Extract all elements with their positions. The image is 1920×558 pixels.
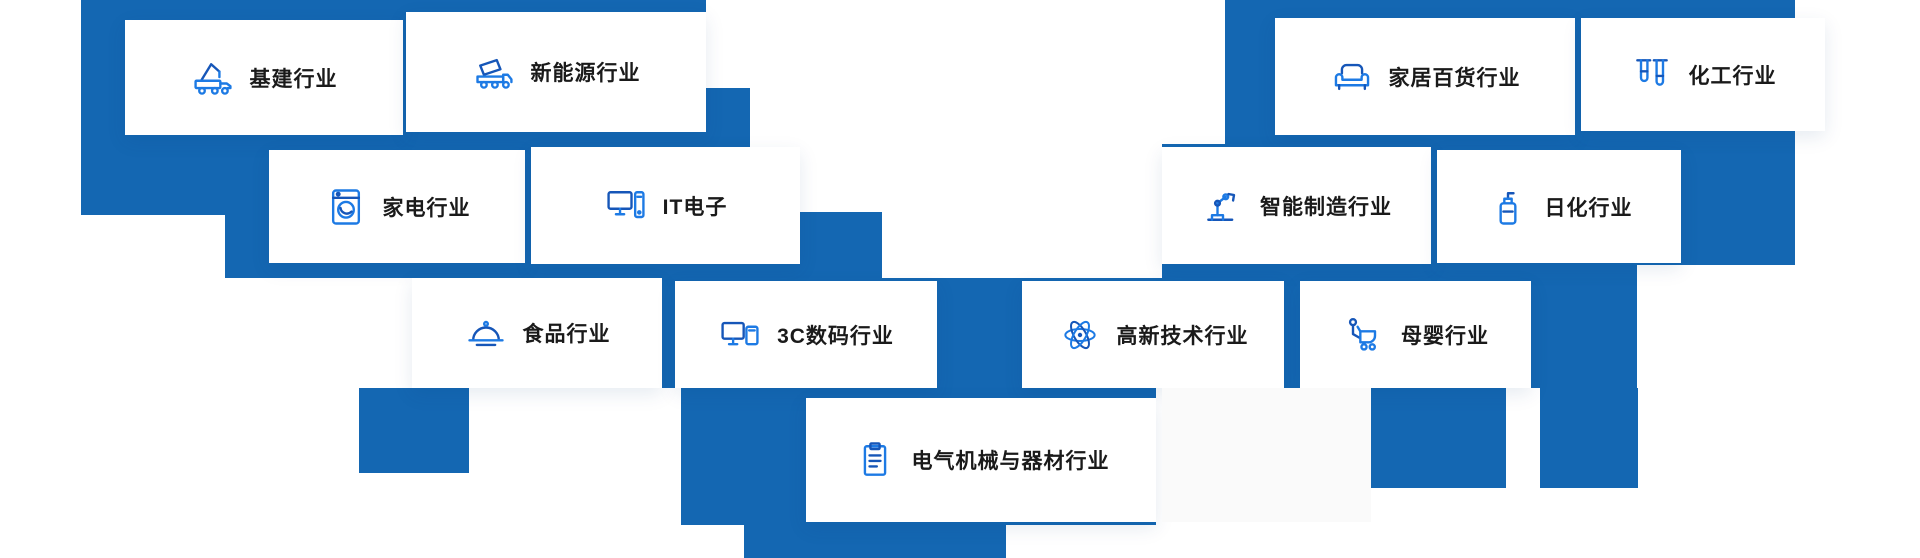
mosaic-tile: [744, 525, 1006, 558]
crane-truck-icon: [191, 56, 235, 100]
industry-card-new-energy[interactable]: 新能源行业: [406, 12, 706, 132]
stroller-icon: [1342, 313, 1386, 357]
industry-label: 日化行业: [1544, 196, 1633, 220]
food-cloche-icon: [464, 311, 508, 355]
industry-card-chemical[interactable]: 化工行业: [1581, 18, 1825, 131]
industry-card-infrastructure[interactable]: 基建行业: [125, 20, 403, 135]
industry-label: 新能源行业: [530, 62, 641, 85]
computer-icon: [604, 184, 648, 228]
industry-card-3c-digital[interactable]: 3C数码行业: [675, 281, 937, 388]
industry-card-it-electronics[interactable]: IT电子: [531, 147, 800, 264]
mosaic-tile: [800, 212, 882, 278]
industry-card-home-goods[interactable]: 家居百货行业: [1275, 18, 1575, 135]
mixer-truck-icon: [472, 50, 516, 94]
empty-card: [1162, 388, 1371, 522]
industry-card-mother-baby[interactable]: 母婴行业: [1300, 281, 1531, 388]
mosaic-tile: [1540, 388, 1638, 488]
washing-machine-icon: [324, 185, 368, 229]
industry-card-smart-manufacturing[interactable]: 智能制造行业: [1162, 147, 1431, 264]
mosaic-tile: [359, 388, 469, 473]
industry-label: 高新技术行业: [1116, 324, 1249, 348]
industry-label: IT电子: [662, 195, 728, 219]
industry-label: 智能制造行业: [1260, 195, 1392, 219]
industry-label: 基建行业: [249, 67, 338, 91]
robot-arm-icon: [1201, 184, 1245, 228]
industry-card-high-tech[interactable]: 高新技术行业: [1022, 281, 1284, 388]
industry-label: 食品行业: [522, 323, 611, 346]
sofa-icon: [1330, 55, 1374, 99]
test-tubes-icon: [1630, 53, 1674, 97]
mosaic-tile: [1162, 265, 1637, 278]
industry-card-home-appliance[interactable]: 家电行业: [269, 150, 525, 263]
digital-devices-icon: [718, 313, 762, 357]
industry-label: 化工行业: [1688, 64, 1777, 88]
industry-card-electrical-machinery[interactable]: 电气机械与器材行业: [806, 398, 1156, 522]
industry-label: 家居百货行业: [1388, 66, 1521, 90]
mosaic-tile: [1371, 388, 1506, 488]
industry-card-food[interactable]: 食品行业: [412, 278, 662, 388]
industry-label: 家电行业: [382, 196, 471, 220]
lotion-bottle-icon: [1486, 185, 1530, 229]
industry-label: 3C数码行业: [777, 324, 894, 348]
industry-card-daily-chemical[interactable]: 日化行业: [1437, 150, 1681, 263]
atom-icon: [1058, 313, 1102, 357]
industry-label: 电气机械与器材行业: [911, 450, 1110, 473]
clipboard-icon: [853, 438, 897, 482]
industry-label: 母婴行业: [1401, 324, 1489, 348]
